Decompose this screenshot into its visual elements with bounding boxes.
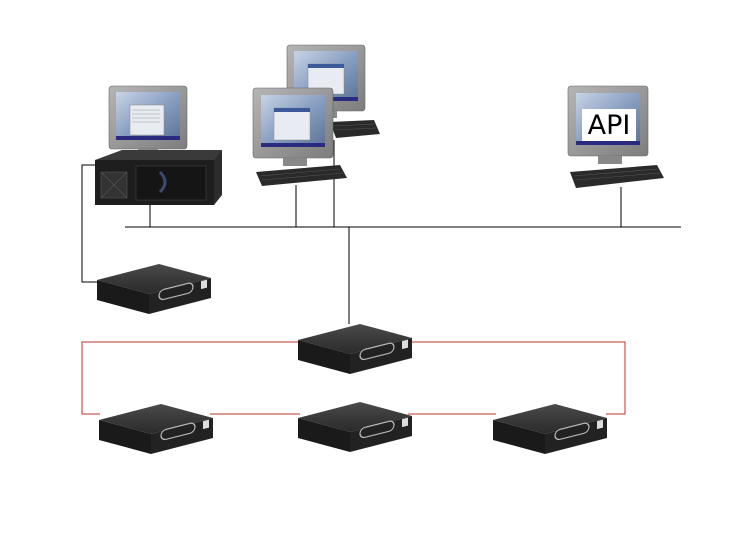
network-bus (81, 140, 681, 324)
api-workstation-icon: API (567, 85, 664, 188)
recorder-box-icon (97, 264, 211, 314)
server-tower-icon (95, 85, 222, 205)
recorder-box-icon (99, 404, 213, 454)
recorder-box-icon (298, 402, 412, 452)
api-label: API (588, 110, 631, 141)
recorder-ring (81, 341, 626, 415)
workstation-icon (252, 87, 347, 186)
recorder-box-icon (493, 404, 607, 454)
recorder-box-icon (298, 324, 412, 374)
